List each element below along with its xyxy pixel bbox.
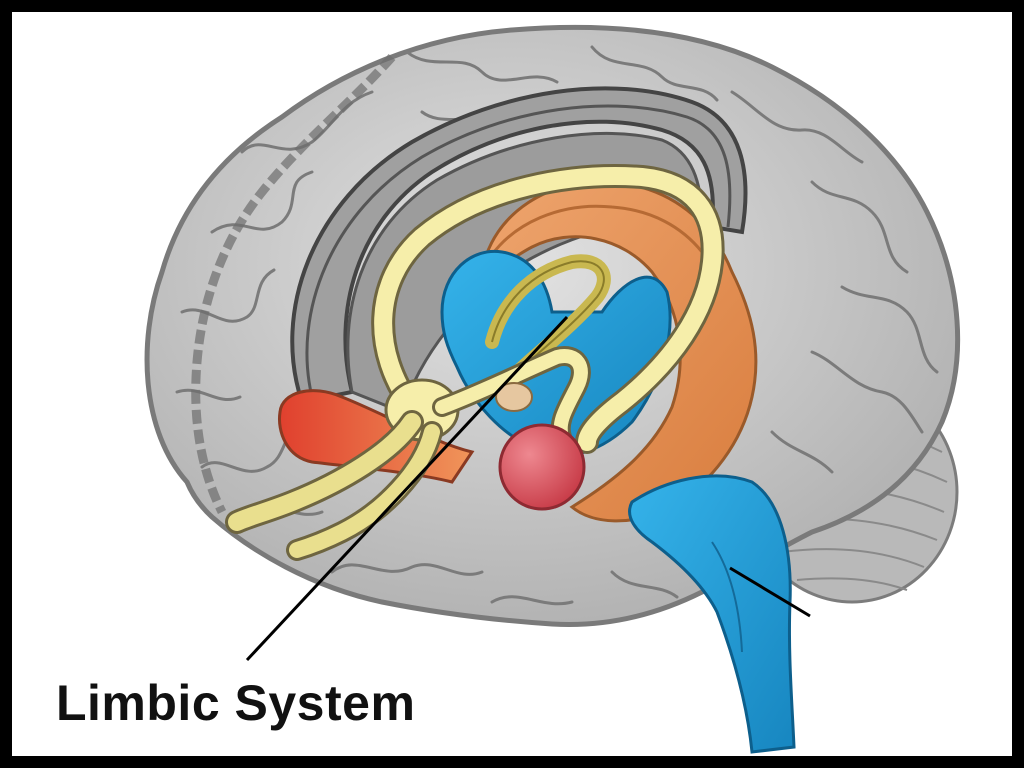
diagram-canvas: Limbic System <box>12 12 1012 756</box>
fornix <box>225 164 725 561</box>
diagram-label: Limbic System <box>56 675 416 731</box>
label-leader-line <box>245 315 569 662</box>
amygdala <box>498 423 586 511</box>
brain-illustration <box>144 24 961 754</box>
central-sulcus <box>191 54 396 515</box>
mammillary-body <box>495 382 533 412</box>
brainstem-leader-line <box>729 566 811 618</box>
brainstem <box>628 474 796 754</box>
